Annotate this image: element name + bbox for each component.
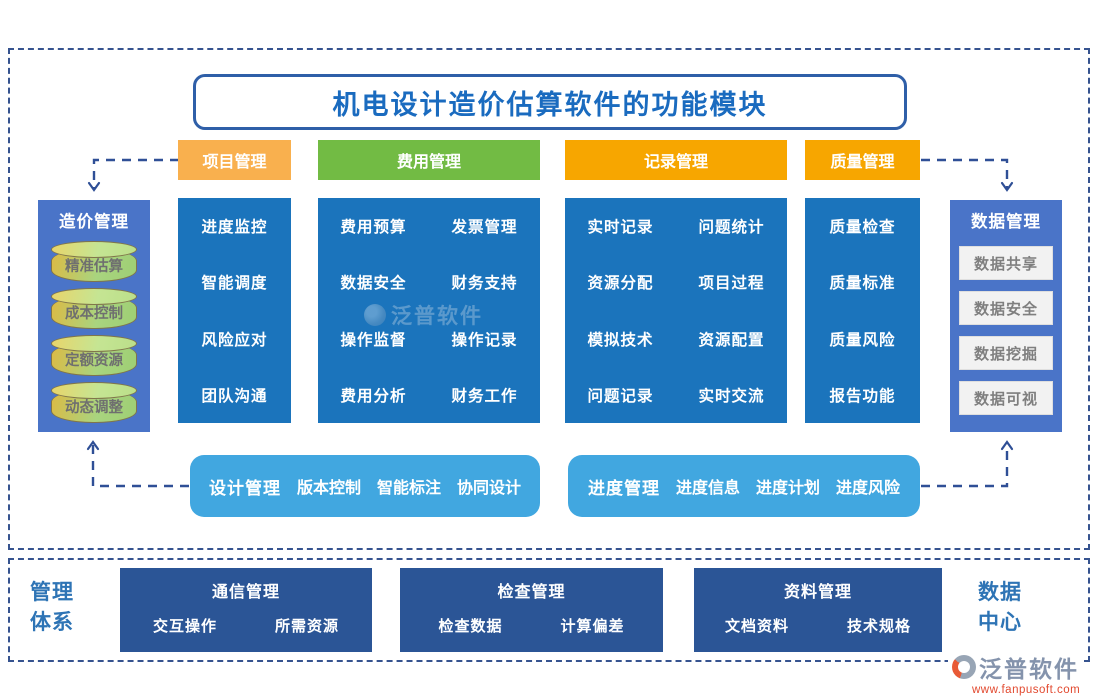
- label-line: 数据: [978, 581, 1022, 604]
- header-cost-management: 费用管理: [318, 140, 540, 180]
- header-quality-management: 质量管理: [805, 140, 920, 180]
- module-item: 团队沟通: [201, 387, 268, 405]
- header-project-management: 项目管理: [178, 140, 291, 180]
- mid-box-item: 协同设计: [457, 480, 522, 497]
- module-item: 质量检查: [829, 219, 896, 237]
- bottom-box-item: 所需资源: [275, 618, 340, 635]
- bottom-box-item: 计算偏差: [560, 618, 625, 635]
- module-item: 费用预算: [340, 219, 407, 237]
- module-item: 智能调度: [201, 275, 268, 293]
- data-item: 数据可视: [959, 381, 1053, 415]
- bottom-box-item: 检查数据: [438, 618, 503, 635]
- footer-brand: 泛普软件 www.fanpusoft.com: [948, 648, 1085, 698]
- schedule-management-box: 进度管理 进度信息 进度计划 进度风险: [568, 455, 920, 517]
- module-item: 实时交流: [698, 387, 765, 405]
- cylinder-item: 精准估算: [51, 241, 137, 282]
- cylinder-label: 成本控制: [65, 305, 123, 322]
- module-item: 实时记录: [587, 219, 654, 237]
- cylinder-item: 动态调整: [51, 382, 137, 423]
- header-record-management: 记录管理: [565, 140, 787, 180]
- bottom-box-item: 文档资料: [724, 618, 789, 635]
- diagram-title: 机电设计造价估算软件的功能模块: [193, 74, 907, 130]
- module-item: 质量风险: [829, 331, 896, 349]
- footer-brand-url: www.fanpusoft.com: [972, 684, 1081, 696]
- panel-title: 数据管理: [971, 213, 1041, 231]
- design-management-box: 设计管理 版本控制 智能标注 协同设计: [190, 455, 540, 517]
- mid-box-item: 进度计划: [755, 480, 820, 497]
- data-item: 数据安全: [959, 291, 1053, 325]
- cylinder-label: 动态调整: [65, 399, 123, 416]
- inspection-management-box: 检查管理 检查数据 计算偏差: [400, 568, 663, 652]
- module-item: 风险应对: [201, 331, 268, 349]
- documentation-management-box: 资料管理 文档资料 技术规格: [694, 568, 942, 652]
- module-item: 进度监控: [201, 219, 268, 237]
- footer-brand-text: 泛普软件: [979, 656, 1079, 682]
- cylinder-label: 定额资源: [65, 352, 123, 369]
- management-system-label: 管理 体系: [30, 578, 74, 639]
- data-center-label: 数据 中心: [978, 578, 1022, 639]
- communication-management-box: 通信管理 交互操作 所需资源: [120, 568, 372, 652]
- mid-box-item: 进度信息: [675, 480, 740, 497]
- module-item: 数据安全: [340, 275, 407, 293]
- module-item: 模拟技术: [587, 331, 654, 349]
- project-management-column: 进度监控 智能调度 风险应对 团队沟通: [178, 198, 291, 423]
- bottom-box-title: 通信管理: [211, 584, 280, 601]
- module-item: 报告功能: [829, 387, 896, 405]
- record-management-column: 实时记录 问题统计 资源分配 项目过程 模拟技术 资源配置 问题记录 实时交流: [565, 198, 787, 423]
- module-item: 资源分配: [587, 275, 654, 293]
- cost-management-panel: 造价管理 精准估算 成本控制 定额资源 动态调整: [38, 200, 150, 432]
- quality-management-column: 质量检查 质量标准 质量风险 报告功能: [805, 198, 920, 423]
- cylinder-label: 精准估算: [65, 258, 123, 275]
- label-line: 中心: [978, 611, 1022, 635]
- brand-logo-icon: [952, 655, 976, 679]
- mid-box-title: 进度管理: [587, 478, 660, 498]
- mid-box-item: 智能标注: [376, 480, 441, 497]
- module-item: 项目过程: [698, 275, 765, 293]
- module-item: 问题统计: [698, 219, 765, 237]
- mid-box-item: 版本控制: [296, 480, 361, 497]
- cylinder-item: 成本控制: [51, 288, 137, 329]
- data-item: 数据共享: [959, 246, 1053, 280]
- bottom-box-title: 检查管理: [497, 584, 566, 601]
- module-item: 质量标准: [829, 275, 896, 293]
- module-item: 财务工作: [451, 387, 518, 405]
- data-management-panel: 数据管理 数据共享 数据安全 数据挖掘 数据可视: [950, 200, 1062, 432]
- bottom-box-title: 资料管理: [783, 584, 852, 601]
- module-item: 问题记录: [587, 387, 654, 405]
- bottom-box-item: 技术规格: [847, 618, 912, 635]
- main-section-border: [8, 48, 1090, 550]
- mid-box-item: 进度风险: [836, 480, 901, 497]
- cylinder-item: 定额资源: [51, 335, 137, 376]
- label-line: 体系: [30, 611, 74, 635]
- data-item: 数据挖掘: [959, 336, 1053, 370]
- cost-management-column: 费用预算 发票管理 数据安全 财务支持 操作监督 操作记录 费用分析 财务工作: [318, 198, 540, 423]
- module-item: 费用分析: [340, 387, 407, 405]
- diagram-title-text: 机电设计造价估算软件的功能模块: [332, 89, 768, 120]
- mid-box-title: 设计管理: [208, 478, 281, 498]
- panel-title: 造价管理: [59, 213, 129, 231]
- module-item: 资源配置: [698, 331, 765, 349]
- module-item: 操作监督: [340, 331, 407, 349]
- label-line: 管理: [30, 581, 74, 604]
- module-item: 操作记录: [451, 331, 518, 349]
- bottom-section-border: [8, 558, 1090, 662]
- module-item: 财务支持: [451, 275, 518, 293]
- bottom-box-item: 交互操作: [152, 618, 217, 635]
- module-item: 发票管理: [451, 219, 518, 237]
